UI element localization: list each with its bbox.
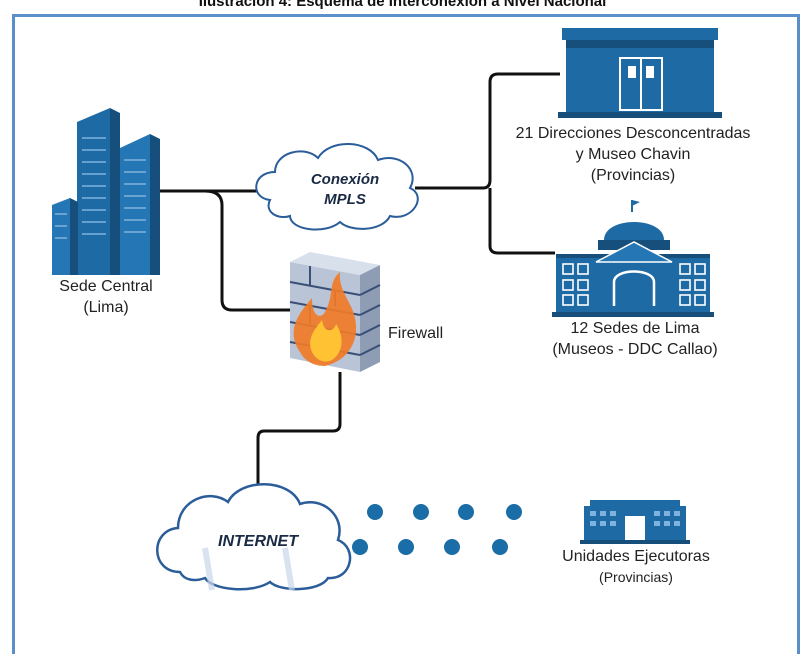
firewall-icon — [289, 252, 381, 372]
unidades-line2: (Provincias) — [599, 569, 673, 585]
unidades-label: Unidades Ejecutoras (Provincias) — [540, 546, 732, 588]
dotted-link — [352, 504, 522, 555]
cloud-icon: INTERNET — [156, 483, 352, 591]
mpls-line2: MPLS — [324, 191, 366, 208]
sede-central-label: Sede Central (Lima) — [36, 276, 176, 318]
internet-label: INTERNET — [218, 533, 299, 550]
capitol-icon — [552, 200, 714, 317]
direcciones-label: 21 Direcciones Desconcentradas y Museo C… — [478, 123, 788, 186]
sedes-lima-line2: (Museos - DDC Callao) — [552, 341, 718, 358]
link-firewall-internet — [256, 372, 342, 486]
sedes-lima-line1: 12 Sedes de Lima — [570, 320, 700, 337]
direcciones-line2: y Museo Chavin — [575, 146, 691, 163]
sedes-lima-label: 12 Sedes de Lima (Museos - DDC Callao) — [510, 318, 760, 360]
building-icon — [52, 108, 160, 275]
connection-lines — [160, 72, 560, 486]
sede-central-line2: (Lima) — [83, 299, 129, 316]
direcciones-line3: (Provincias) — [590, 167, 676, 184]
link-mpls-branches — [415, 72, 560, 190]
link-mpls-lima — [488, 188, 555, 255]
sede-central-line1: Sede Central — [59, 278, 153, 295]
unidades-line1: Unidades Ejecutoras — [562, 548, 710, 565]
diagram-caption: Ilustración 4: Esquema de Interconexión … — [198, 0, 607, 10]
firewall-label: Firewall — [388, 325, 444, 342]
mpls-line1: Conexión — [311, 171, 379, 188]
museum-icon — [558, 28, 722, 118]
cloud-icon: Conexión MPLS — [255, 143, 419, 231]
link-sede-firewall — [204, 189, 292, 312]
office-icon — [580, 500, 690, 544]
diagram-frame — [12, 14, 800, 654]
direcciones-line1: 21 Direcciones Desconcentradas — [515, 125, 751, 142]
